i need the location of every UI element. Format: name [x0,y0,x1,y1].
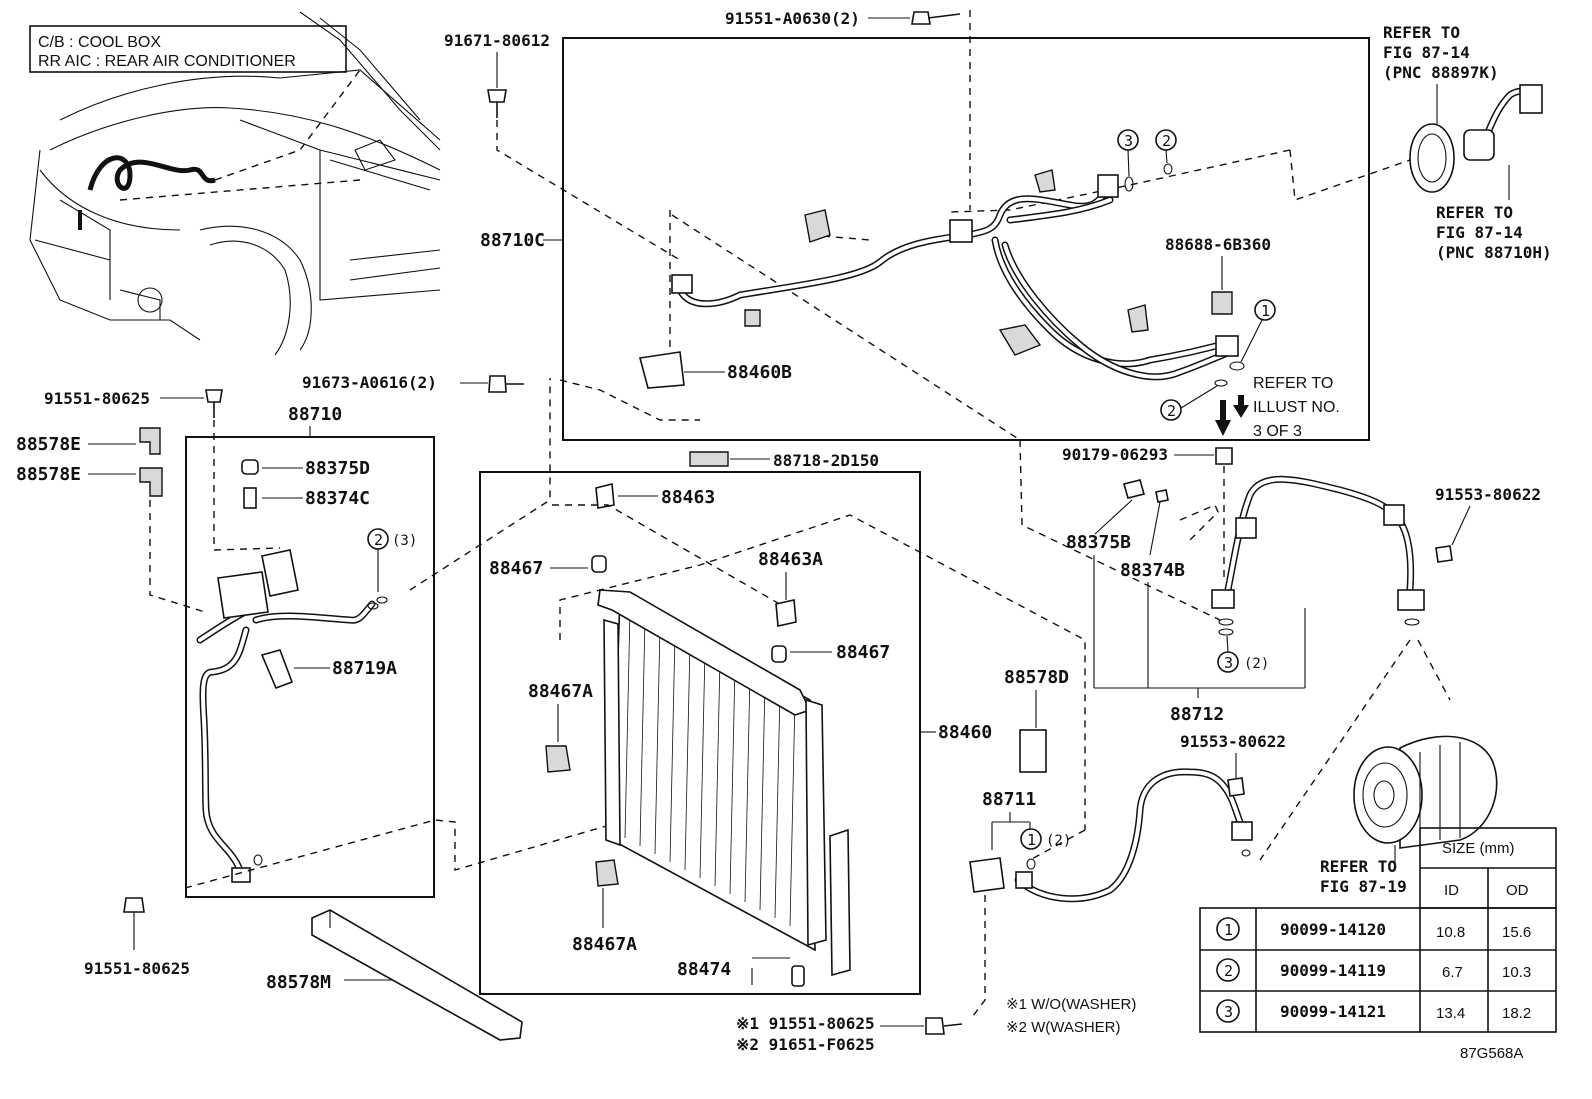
bolt-notes: ※1 91551-80625 ※2 91651-F0625 ※1 W/O(WAS… [736,996,1136,1054]
part-88374B: 88374B [1120,560,1185,581]
part-88467-mid: 88467 [836,642,890,663]
size-row-od: 18.2 [1502,1005,1531,1022]
note-washer-2: ※2 W(WASHER) [1006,1019,1121,1036]
size-row-id: 10.8 [1436,924,1465,941]
part-88578E-1: 88578E [16,434,81,455]
size-table-title: SIZE (mm) [1442,840,1515,857]
ref-illust-line-1: REFER TO [1253,375,1333,392]
part-88578E-2: 88578E [16,464,81,485]
part-88467A-bottom: 88467A [572,934,637,955]
hose-88711-area: 88711 1 (2) 91553-80622 REFER TO FIG 87-… [969,732,1498,1021]
marker-1: 1 [1261,302,1270,320]
size-row-id: 6.7 [1442,964,1463,981]
size-row-key: 2 [1224,962,1233,980]
part-88474: 88474 [677,959,731,980]
part-88719A: 88719A [332,658,397,679]
size-row-part: 90099-14121 [1280,1002,1386,1021]
part-91671-80612: 91671-80612 [444,31,550,50]
vehicle-illustration [29,11,441,356]
part-91551-80625-bottom: 91551-80625 [84,959,190,978]
part-91553-80622-top: 91553-80622 [1435,485,1541,504]
legend-line-2: RR AIC : REAR AIR CONDITIONER [38,53,296,70]
size-row-od: 10.3 [1502,964,1531,981]
ref-87-14-k-line-1: REFER TO [1383,23,1460,42]
part-88578D-group: 88578D [1004,667,1069,773]
size-table-col-id: ID [1444,882,1459,899]
size-row-id: 13.4 [1436,1005,1465,1022]
part-88718-2D150: 88718-2D150 [773,451,879,470]
part-88688-6B360: 88688-6B360 [1165,235,1271,254]
ref-87-19-line-1: REFER TO [1320,857,1397,876]
part-88467-top: 88467 [489,558,543,579]
size-row-key: 1 [1224,921,1233,939]
marker-3: 3 [1224,654,1233,672]
part-88375B: 88375B [1066,532,1131,553]
size-row-part: 90099-14120 [1280,920,1386,939]
part-91551-80625-top: 91551-80625 [44,389,150,408]
part-88467A-top: 88467A [528,681,593,702]
ref-87-14-h-line-1: REFER TO [1436,203,1513,222]
part-88374C: 88374C [305,488,370,509]
part-88578M: 88578M [266,972,331,993]
part-91673-A0616: 91673-A0616(2) [302,373,437,392]
condenser-fins [624,609,796,927]
legend-box: C/B : COOL BOX RR AIC : REAR AIR CONDITI… [29,25,347,73]
size-row-key: 3 [1224,1003,1233,1021]
part-88578M-bar: 88578M [266,909,523,1041]
part-88460B: 88460B [727,362,792,383]
part-88711: 88711 [982,789,1036,810]
condenser-88460-box: 88718-2D150 91673-A0616(2) 88463 88467 8… [302,373,1086,995]
pipe-assembly-88710C-box: 3 2 1 2 91551-A0630(2) 91671-80612 88710… [444,9,1411,441]
ref-illust-line-2: ILLUST NO. [1253,399,1340,416]
ref-87-14-k-line-3: (PNC 88897K) [1383,63,1499,82]
marker-3: 3 [1124,132,1133,150]
ref-illust-line-3: 3 OF 3 [1253,423,1302,440]
ref-87-14-h-line-3: (PNC 88710H) [1436,243,1552,262]
marker-qty-3: (3) [392,533,417,549]
ref-87-19-line-2: FIG 87-19 [1320,877,1407,896]
pipe-assembly-88710-box: 91551-80625 88710 88578E 88578E 88375D 8… [16,378,621,978]
marker-2: 2 [374,531,383,549]
part-88710: 88710 [288,404,342,425]
part-note-2: ※2 91651-F0625 [736,1035,875,1054]
size-row-od: 15.6 [1502,924,1531,941]
ref-87-14-h-line-2: FIG 87-14 [1436,223,1523,242]
marker-2: 2 [1167,402,1176,420]
note-washer-1: ※1 W/O(WASHER) [1006,996,1136,1013]
part-note-1: ※1 91551-80625 [736,1014,875,1033]
figure-code: 87G568A [1460,1045,1523,1062]
part-91551-A0630: 91551-A0630(2) [725,9,860,28]
hose-88712-area: 90179-06293 88375B 88374B 88712 3 (2) 91… [1019,439,1541,861]
part-88463A: 88463A [758,549,823,570]
marker-qty-2: (2) [1046,833,1071,849]
ref-87-14-k-line-2: FIG 87-14 [1383,43,1470,62]
part-88463: 88463 [661,487,715,508]
part-88460: 88460 [938,722,992,743]
part-91553-80622-mid: 91553-80622 [1180,732,1286,751]
part-90179-06293: 90179-06293 [1062,445,1168,464]
size-table: SIZE (mm) ID OD 1 90099-14120 10.8 15.6 … [1199,827,1557,1033]
part-88375D: 88375D [305,458,370,479]
part-88710C: 88710C [480,230,545,251]
part-88712: 88712 [1170,704,1224,725]
part-88578D: 88578D [1004,667,1069,688]
size-table-col-od: OD [1506,882,1529,899]
reference-fig-87-14: REFER TO FIG 87-14 (PNC 88897K) REFER TO… [1383,23,1552,262]
marker-1: 1 [1027,831,1036,849]
marker-qty-2: (2) [1244,656,1269,672]
size-row-part: 90099-14119 [1280,961,1386,980]
marker-2: 2 [1162,132,1171,150]
legend-line-1: C/B : COOL BOX [38,34,161,51]
